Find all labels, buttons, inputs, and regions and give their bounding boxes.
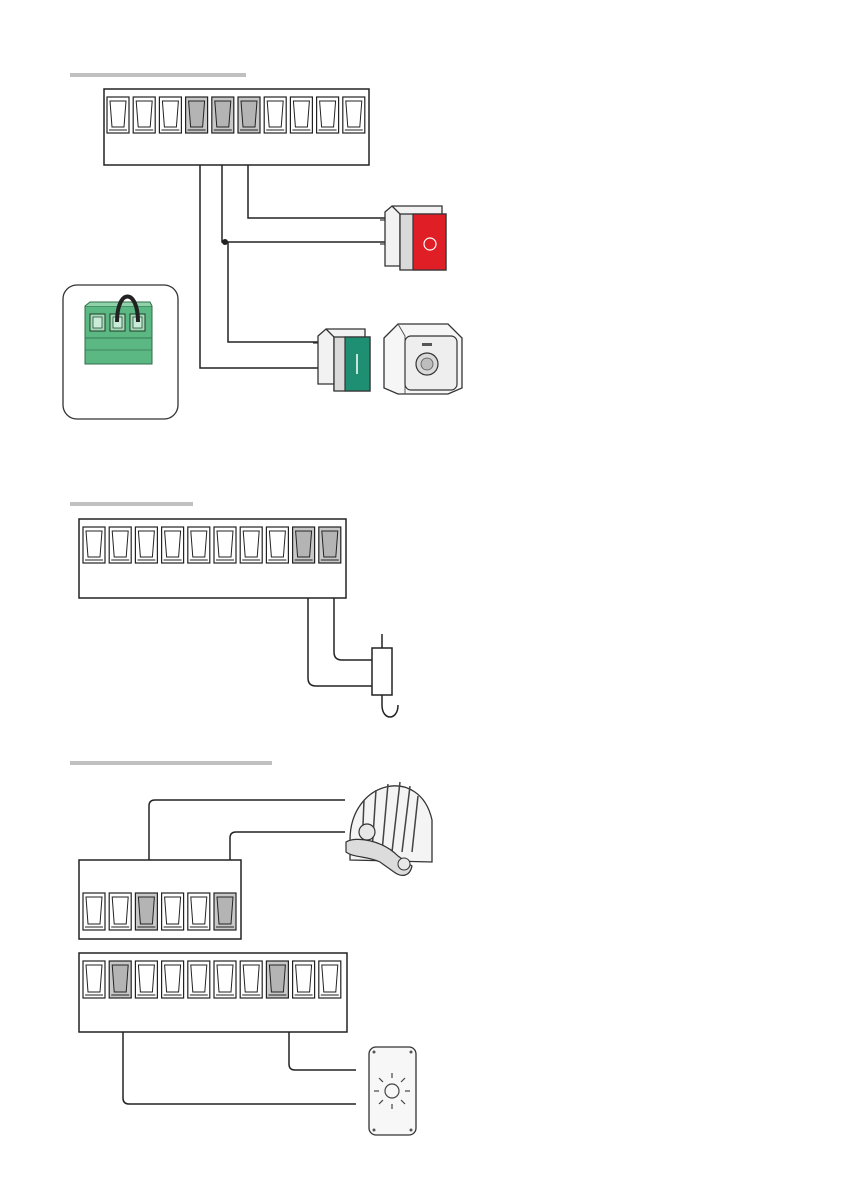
courtesy-light-icon xyxy=(369,1047,416,1135)
terminal-screw xyxy=(109,893,131,930)
terminal-screw xyxy=(240,961,262,998)
wires-section-3b xyxy=(123,1032,356,1104)
terminal-screw xyxy=(266,527,288,563)
terminal-screw xyxy=(290,97,312,133)
terminal-screw xyxy=(135,527,157,563)
jumper-panel xyxy=(63,285,178,419)
terminal-block-2 xyxy=(79,519,346,598)
terminal-screw xyxy=(293,961,315,998)
green-start-button-icon xyxy=(313,329,370,391)
terminal-screw xyxy=(343,97,365,133)
terminal-screw xyxy=(293,527,315,563)
wires-section-3a xyxy=(149,800,345,860)
terminal-screw xyxy=(188,961,210,998)
terminal-screw xyxy=(212,97,234,133)
flashing-lamp-icon xyxy=(346,782,432,875)
terminal-screw xyxy=(159,97,181,133)
terminal-screw xyxy=(83,961,105,998)
wires-section-2 xyxy=(308,598,372,686)
terminal-screw xyxy=(162,961,184,998)
terminal-screw xyxy=(188,527,210,563)
terminal-screw xyxy=(186,97,208,133)
terminal-screw xyxy=(319,527,341,563)
terminal-screw xyxy=(240,527,262,563)
terminal-block-1 xyxy=(104,89,369,165)
key-selector-icon xyxy=(384,324,462,394)
terminal-screw xyxy=(214,961,236,998)
terminal-screw xyxy=(109,961,131,998)
terminal-screw xyxy=(135,961,157,998)
terminal-screw xyxy=(133,97,155,133)
terminal-screw xyxy=(319,961,341,998)
antenna-icon xyxy=(372,634,398,717)
wire-junction xyxy=(222,239,228,245)
terminal-block-3b xyxy=(79,953,347,1032)
terminal-screw xyxy=(109,527,131,563)
terminal-screw xyxy=(317,97,339,133)
terminal-screw xyxy=(266,961,288,998)
terminal-screw xyxy=(162,527,184,563)
terminal-screw xyxy=(135,893,157,930)
terminal-screw xyxy=(162,893,184,930)
terminal-screw xyxy=(238,97,260,133)
terminal-block-3a xyxy=(79,860,241,939)
terminal-screw xyxy=(83,527,105,563)
terminal-screw xyxy=(264,97,286,133)
terminal-screw xyxy=(214,527,236,563)
terminal-screw xyxy=(107,97,129,133)
terminal-screw xyxy=(83,893,105,930)
terminal-screw xyxy=(188,893,210,930)
terminal-screw xyxy=(214,893,236,930)
red-stop-button-icon xyxy=(380,206,446,270)
green-terminal-jumper-icon xyxy=(85,297,152,365)
